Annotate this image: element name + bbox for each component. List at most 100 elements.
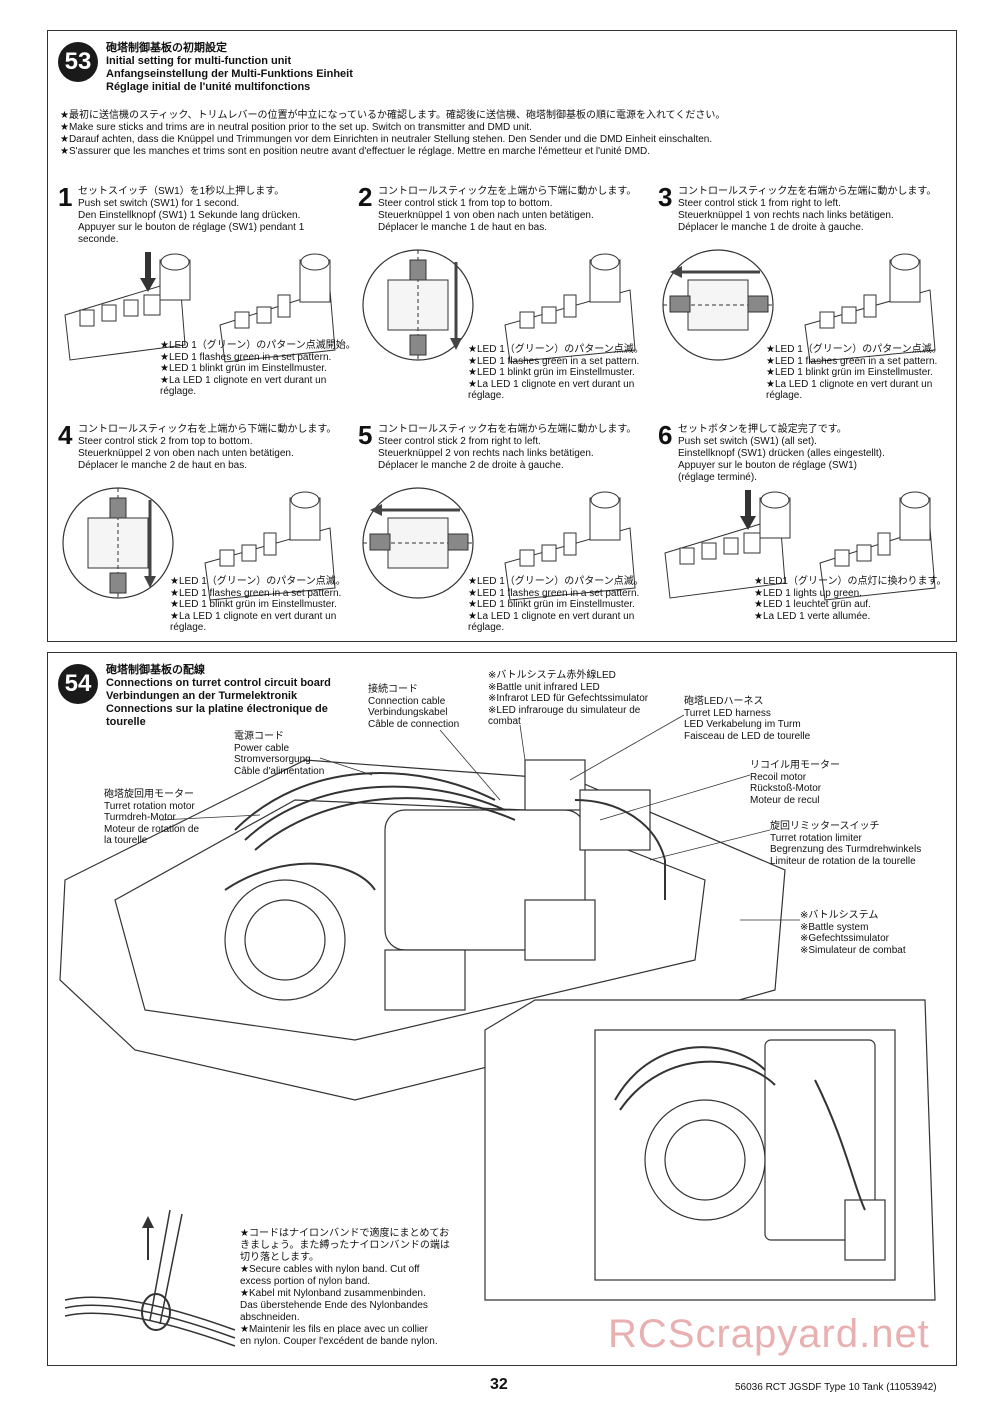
band-note-line: en nylon. Couper l'excédent de bande nyl… xyxy=(240,1336,438,1347)
callout-line: 砲塔LEDハーネス xyxy=(684,696,764,707)
led-line: ★La LED 1 clignote en vert durant un xyxy=(766,378,933,390)
step-54-title-de: Verbindungen an der Turmelektronik xyxy=(106,690,298,702)
led-line: réglage. xyxy=(160,386,197,397)
page-number: 32 xyxy=(490,1376,508,1393)
substep-fr: Déplacer le manche 2 de haut en bas. xyxy=(78,460,247,471)
substep-4-illustration xyxy=(62,487,336,601)
step-53-title-en: Initial setting for multi-function unit xyxy=(106,55,292,67)
substep-3-led-note: ★LED 1（グリーン）のパターン点滅。 ★LED 1 flashes gree… xyxy=(766,344,942,402)
led-line: ★LED1（グリーン）の点灯に換わります。 xyxy=(754,576,947,587)
substep-de: Steuerknüppel 2 von oben nach unten betä… xyxy=(78,448,294,459)
substep-fr: Déplacer le manche 1 de haut en bas. xyxy=(378,222,547,233)
callout-line: ※Battle unit infrared LED xyxy=(488,681,600,693)
substep-ja: セットスイッチ（SW1）を1秒以上押します。 xyxy=(78,186,285,197)
callout-connection-cable: 接続コード Connection cable Verbindungskabel … xyxy=(368,684,459,730)
turret-wiring-illustration xyxy=(59,759,936,1301)
step-53-badge: 53 xyxy=(58,42,98,82)
callout-line: ※LED infrarouge du simulateur de xyxy=(488,704,641,716)
led-line: ★LED 1（グリーン）のパターン点滅。 xyxy=(468,576,644,587)
substep-en: Steer control stick 2 from right to left… xyxy=(378,436,541,447)
callout-line: Câble d'alimentation xyxy=(234,765,325,777)
callout-line: Turret rotation motor xyxy=(104,800,195,812)
substep-fr: Déplacer le manche 2 de droite à gauche. xyxy=(378,460,564,471)
callout-line: Begrenzung des Turmdrehwinkels xyxy=(770,844,922,855)
substep-fr: Déplacer le manche 1 de droite à gauche. xyxy=(678,222,864,233)
callout-line: Moteur de recul xyxy=(750,794,820,806)
led-line: ★LED 1 blinkt grün im Einstellmuster. xyxy=(170,599,337,610)
substep-en: Push set switch (SW1) for 1 second. xyxy=(78,198,240,209)
nylon-band-illustration xyxy=(64,1209,236,1347)
substep-de: Steuerknüppel 1 von rechts nach links be… xyxy=(678,210,894,221)
callout-line: Faisceau de LED de tourelle xyxy=(684,730,811,742)
substep-de: Den Einstellknopf (SW1) 1 Sekunde lang d… xyxy=(78,210,301,221)
substep-en: Steer control stick 1 from right to left… xyxy=(678,198,841,209)
callout-line: LED Verkabelung im Turm xyxy=(684,719,801,730)
substep-2-led-note: ★LED 1（グリーン）のパターン点滅。 ★LED 1 flashes gree… xyxy=(468,344,644,402)
substep-number: 2 xyxy=(358,182,373,212)
callout-infrared-led: ※バトルシステム赤外線LED ※Battle unit infrared LED… xyxy=(488,670,648,728)
substep-1-illustration xyxy=(64,252,336,363)
substep-en: Steer control stick 1 from top to bottom… xyxy=(378,198,553,209)
callout-line: Turmdreh-Motor xyxy=(104,812,176,823)
callout-line: la tourelle xyxy=(104,835,148,846)
step-53-title-fr: Réglage initial de l'unité multifonction… xyxy=(106,81,311,93)
substep-number: 5 xyxy=(358,420,373,450)
callout-line: ※バトルシステム赤外線LED xyxy=(488,670,616,681)
led-line: ★LED 1 flashes green in a set pattern. xyxy=(170,587,342,599)
step-53-heading: 砲塔制御基板の初期設定 Initial setting for multi-fu… xyxy=(106,42,353,94)
substep-text: コントロールスティック右を上端から下端に動かします。 Steer control… xyxy=(78,424,337,472)
substep-5-illustration xyxy=(362,487,636,601)
substep-en: Push set switch (SW1) (all set). xyxy=(678,436,817,447)
step-53-panel xyxy=(47,30,957,642)
substep-ja: コントロールスティック左を上端から下端に動かします。 xyxy=(378,186,637,197)
led-line: ★LED 1 blinkt grün im Einstellmuster. xyxy=(468,367,635,378)
band-note-line: excess portion of nylon band. xyxy=(240,1276,371,1287)
step-54-heading: 砲塔制御基板の配線 Connections on turret control … xyxy=(106,664,336,729)
callout-line: Stromversorgung xyxy=(234,754,311,765)
substep-6-led-note: ★LED1（グリーン）の点灯に換わります。 ★LED 1 lights up g… xyxy=(754,576,946,622)
callout-line: 砲塔旋回用モーター xyxy=(104,789,194,800)
nylon-band-notes: ★コードはナイロンバンドで適度にまとめてお きましょう。また縛ったナイロンバンド… xyxy=(240,1228,450,1348)
substep-text: セットボタンを押して設定完了です。 Push set switch (SW1) … xyxy=(678,424,933,484)
callout-line: Connection cable xyxy=(368,695,446,707)
led-line: ★La LED 1 clignote en vert durant un xyxy=(468,610,635,622)
callout-line: 電源コード xyxy=(234,731,284,742)
substep-fr: Appuyer sur le bouton de réglage (SW1) p… xyxy=(78,222,305,245)
step-54-title-ja: 砲塔制御基板の配線 xyxy=(106,664,205,676)
led-line: ★LED 1（グリーン）のパターン点滅。 xyxy=(468,344,644,355)
substep-de: Einstellknopf (SW1) drücken (alles einge… xyxy=(678,448,885,459)
led-line: ★LED 1 flashes green in a set pattern. xyxy=(468,587,640,599)
note-line: ★最初に送信機のスティック、トリムレバーの位置が中立になっているか確認します。確… xyxy=(60,110,726,121)
led-line: ★LED 1 blinkt grün im Einstellmuster. xyxy=(468,599,635,610)
substep-number: 6 xyxy=(658,420,673,450)
band-note-line: Das überstehende Ende des Nylonbandes xyxy=(240,1300,428,1311)
led-line: réglage. xyxy=(468,622,505,633)
substep-ja: コントロールスティック右を上端から下端に動かします。 xyxy=(78,424,337,435)
led-line: ★LED 1（グリーン）のパターン点滅。 xyxy=(170,576,346,587)
substep-number: 4 xyxy=(58,420,73,450)
step-53-title-ja: 砲塔制御基板の初期設定 xyxy=(106,42,227,54)
substep-1-led-note: ★LED 1（グリーン）のパターン点滅開始。 ★LED 1 flashes gr… xyxy=(160,340,356,398)
substep-text: コントロールスティック右を右端から左端に動かします。 Steer control… xyxy=(378,424,637,472)
callout-battle-system: ※バトルシステム ※Battle system ※Gefechtssimulat… xyxy=(800,910,906,956)
substep-en: Steer control stick 2 from top to bottom… xyxy=(78,436,253,447)
substep-de: Steuerknüppel 2 von rechts nach links be… xyxy=(378,448,594,459)
callout-turret-led-harness: 砲塔LEDハーネス Turret LED harness LED Verkabe… xyxy=(684,696,810,742)
callout-line: combat xyxy=(488,716,521,727)
callout-line: Moteur de rotation de xyxy=(104,823,200,835)
substep-number: 3 xyxy=(658,182,673,212)
substep-ja: コントロールスティック右を右端から左端に動かします。 xyxy=(378,424,637,435)
callout-line: Verbindungskabel xyxy=(368,707,448,718)
substep-5-led-note: ★LED 1（グリーン）のパターン点滅。 ★LED 1 flashes gree… xyxy=(468,576,644,634)
band-note-line: ★Secure cables with nylon band. Cut off xyxy=(240,1264,420,1275)
callout-recoil-motor: リコイル用モーター Recoil motor Rückstoß-Motor Mo… xyxy=(750,760,840,806)
substep-fr: Appuyer sur le bouton de réglage (SW1) (… xyxy=(678,460,857,483)
led-line: ★La LED 1 clignote en vert durant un xyxy=(170,610,337,622)
led-line: ★LED 1 blinkt grün im Einstellmuster. xyxy=(160,363,327,374)
led-line: ★LED 1 flashes green in a set pattern. xyxy=(160,351,332,363)
substep-number: 1 xyxy=(58,182,73,212)
substep-text: セットスイッチ（SW1）を1秒以上押します。 Push set switch (… xyxy=(78,186,333,246)
callout-line: ※Battle system xyxy=(800,921,869,933)
led-line: ★LED 1 flashes green in a set pattern. xyxy=(468,355,640,367)
